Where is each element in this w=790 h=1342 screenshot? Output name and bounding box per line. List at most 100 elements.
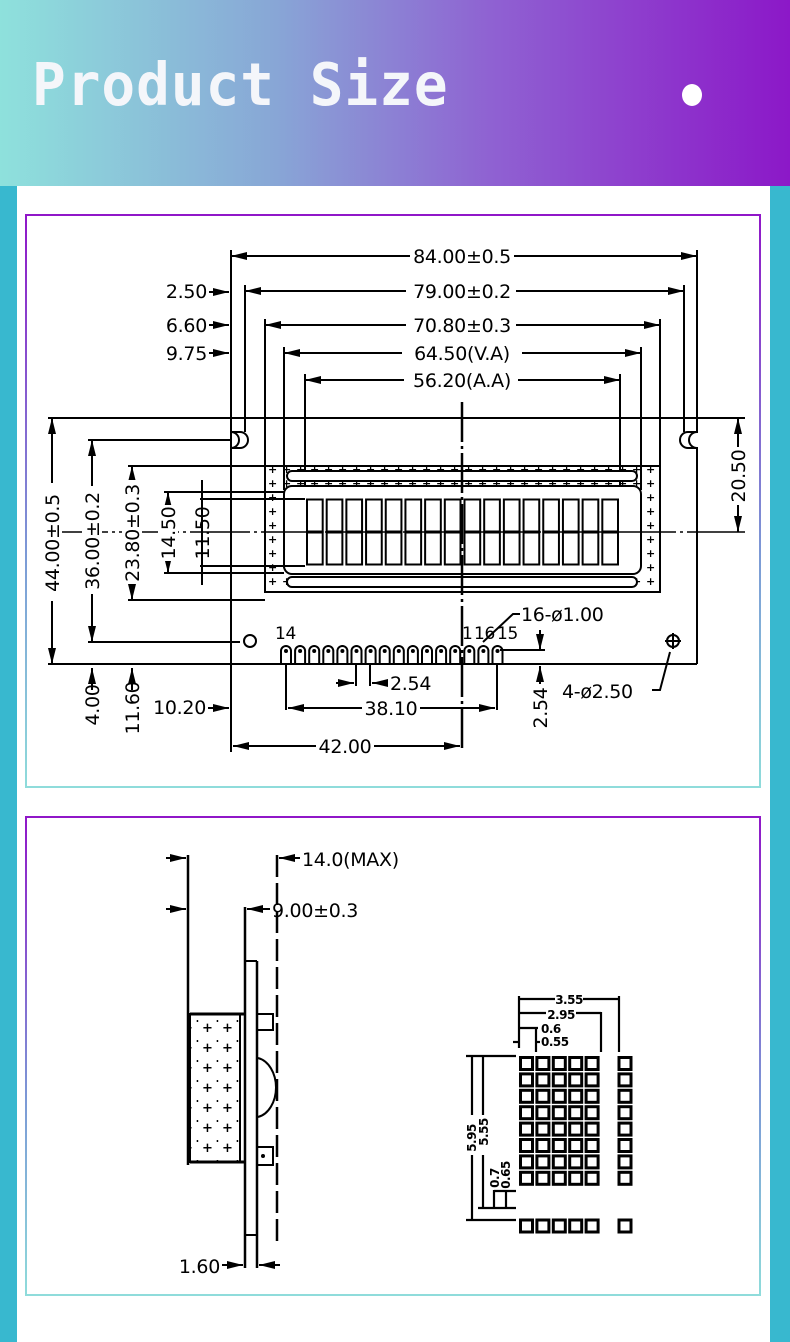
next-char-dot [617,1138,633,1153]
lcd-cell [581,531,600,566]
pin [280,645,292,664]
matrix-dot [551,1072,567,1088]
matrix-dot [535,1121,551,1137]
va-offset-label: 9.75 [166,343,207,365]
lcd-cell [404,531,423,566]
lcd-cell [542,531,560,566]
dot-width-label: 0.55 [541,1035,569,1049]
module-thickness-label: 9.00±0.3 [272,900,358,922]
matrix-dot [551,1088,567,1104]
lcd-cell [443,531,462,566]
lcd-cell [522,498,541,533]
lcd-cell [384,531,403,566]
lcd-cell [424,498,442,533]
bezel-offset-label: 6.60 [166,315,207,337]
pin [336,645,349,664]
header-banner: Product Size [0,0,790,186]
next-char-dot [617,1056,633,1071]
lcd-cell [306,531,324,566]
pin-hole [453,649,458,653]
pin-hole [326,649,331,653]
matrix-dot [568,1072,584,1088]
side-view-panel: + + 14.0(MAX) [25,816,761,1296]
next-char-dot [617,1072,633,1088]
matrix-dot [519,1088,534,1104]
matrix-dot [535,1154,551,1170]
lcd-cell [384,498,403,533]
char-height-label: 5.95 [465,1124,479,1152]
pcb-height-label: 36.00±0.2 [82,492,104,590]
pin-hole [467,649,472,653]
matrix-dot [551,1056,567,1071]
dot-pitch-y-label: 0.7 [488,1168,502,1188]
lcd-cell [601,498,619,533]
matrix-dot [519,1121,534,1137]
next-row-dot [617,1218,633,1234]
pin [435,645,448,664]
matrix-dot [519,1072,534,1088]
pin [463,645,476,664]
next-char-dot [617,1121,633,1137]
pin-start-label: 10.20 [153,697,206,719]
matrix-dot [535,1170,551,1186]
pin [421,645,433,664]
matrix-dot [519,1105,534,1121]
matrix-dot [519,1138,534,1153]
pin-1-label: 1 [462,624,473,644]
pin-row-offset-label: 2.54 [530,687,552,728]
matrix-dot [551,1121,567,1137]
pin-hole [382,649,387,653]
front-view-panel: + [25,214,761,788]
pin [406,645,419,664]
next-row-dot [535,1218,551,1234]
pin [308,645,321,664]
matrix-dot [535,1138,551,1153]
right-height-label: 20.50 [728,450,750,503]
hole-bottom-label: 4.00 [82,684,104,725]
pin-hole [481,649,486,653]
lcd-cell [325,498,344,533]
next-row-dot [519,1218,534,1234]
lcd-cell [483,498,501,533]
pin-hole [354,649,359,653]
page-title: Product Size [32,51,449,120]
matrix-dot [584,1154,600,1170]
pin-hole [439,649,444,653]
next-char-dot [617,1154,633,1170]
side-profile [186,855,279,1268]
matrix-dot [584,1056,600,1071]
matrix-dot [535,1072,551,1088]
matrix-dot [551,1105,567,1121]
lcd-cell [325,531,344,566]
next-char-dot [617,1170,633,1186]
matrix-dot [519,1170,534,1186]
pcb-thickness-label: 1.60 [179,1256,220,1278]
pin-14-label: 14 [275,624,296,644]
matrix-dot [568,1056,584,1071]
next-row-dot [568,1218,584,1234]
dot-pitch-x-label: 0.6 [541,1022,561,1036]
pin [449,645,462,664]
pin-pitch-label: 2.54 [390,673,431,695]
pin [491,645,504,664]
pin-hole [312,649,317,653]
lcd-cell [463,531,482,566]
bezel-width-label: 70.80±0.3 [413,315,511,337]
next-char-dot [617,1105,633,1121]
matrix-dot [535,1056,551,1071]
matrix-dot [519,1056,534,1071]
lcd-cell [561,531,580,566]
hole-offset-label: 2.50 [166,281,207,303]
lcd-cell [542,498,560,533]
pin [477,645,490,664]
next-char-dot [617,1088,633,1104]
matrix-dot [584,1072,600,1088]
lcd-cell [345,531,364,566]
pin-hole [368,649,373,653]
mount-hole-left [243,634,257,648]
front-view-drawing: + [42,246,750,758]
lcd-cell [581,498,600,533]
pin [378,645,391,664]
lcd-cell [424,531,442,566]
lcd-cell [502,531,521,566]
